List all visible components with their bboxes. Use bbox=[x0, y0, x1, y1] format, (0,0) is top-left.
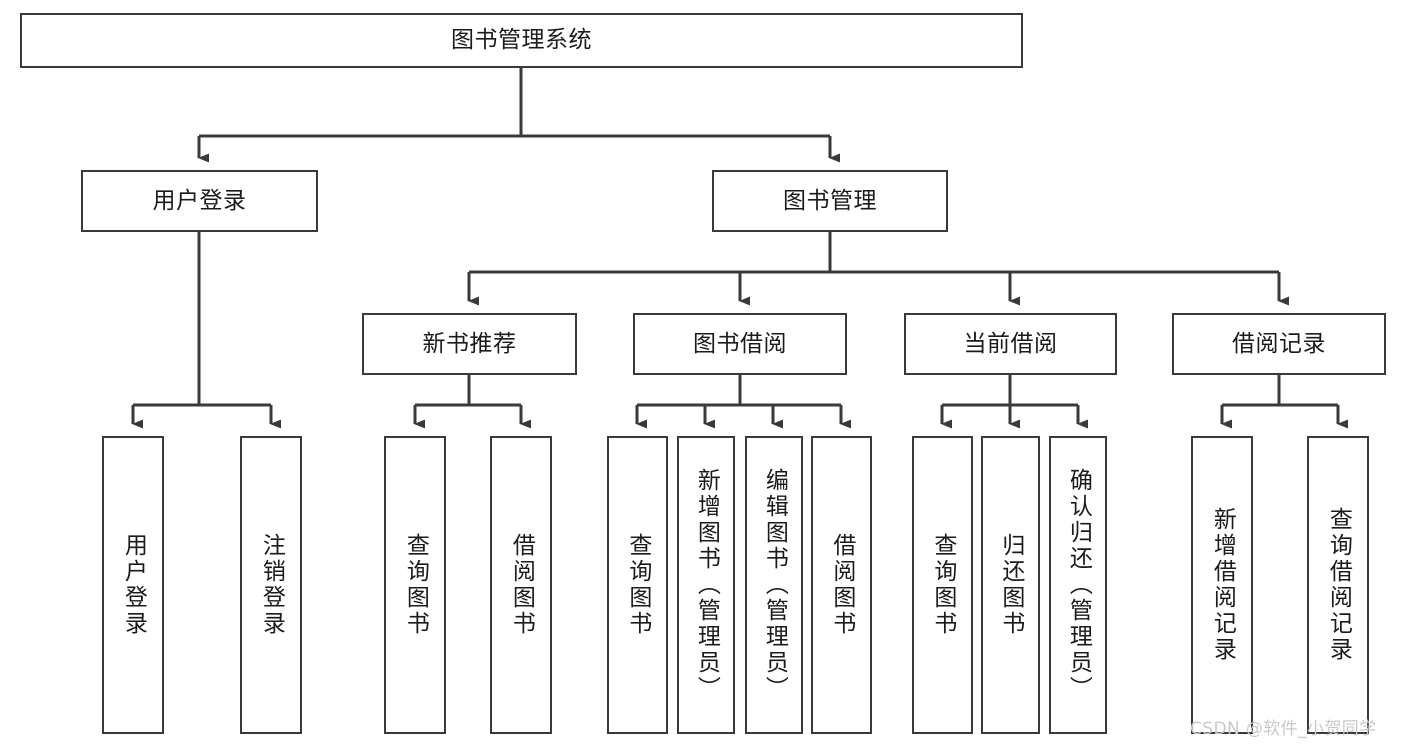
node-leaf-add-book-admin[interactable]: 新增图书（管理员） bbox=[677, 436, 735, 734]
node-user-login[interactable]: 用户登录 bbox=[81, 170, 318, 232]
node-label: 图书借阅 bbox=[693, 330, 787, 357]
node-leaf-confirm-return-admin[interactable]: 确认归还（管理员） bbox=[1049, 436, 1107, 734]
node-label: 注销登录 bbox=[258, 533, 285, 637]
node-leaf-borrow-book[interactable]: 借阅图书 bbox=[811, 436, 872, 734]
node-label: 新增图书（管理员） bbox=[693, 468, 720, 702]
node-label: 新增借阅记录 bbox=[1209, 507, 1236, 663]
node-current-borrow[interactable]: 当前借阅 bbox=[904, 313, 1117, 375]
node-label: 当前借阅 bbox=[963, 330, 1058, 357]
node-label: 新书推荐 bbox=[422, 330, 517, 357]
node-book-borrow[interactable]: 图书借阅 bbox=[633, 313, 847, 375]
node-borrow-record[interactable]: 借阅记录 bbox=[1172, 313, 1386, 375]
node-leaf-user-logout[interactable]: 注销登录 bbox=[240, 436, 302, 734]
node-leaf-return-book[interactable]: 归还图书 bbox=[981, 436, 1040, 734]
node-label: 借阅图书 bbox=[508, 533, 535, 637]
node-label: 借阅记录 bbox=[1232, 330, 1326, 357]
node-leaf-query-book-borrow[interactable]: 查询图书 bbox=[607, 436, 668, 734]
node-label: 归还图书 bbox=[997, 533, 1024, 637]
node-root-system[interactable]: 图书管理系统 bbox=[20, 13, 1023, 68]
node-label: 编辑图书（管理员） bbox=[761, 468, 788, 702]
node-label: 用户登录 bbox=[120, 533, 147, 637]
node-label: 图书管理 bbox=[783, 187, 877, 214]
node-leaf-edit-book-admin[interactable]: 编辑图书（管理员） bbox=[745, 436, 803, 734]
node-leaf-borrow-book-recommend[interactable]: 借阅图书 bbox=[490, 436, 552, 734]
node-label: 确认归还（管理员） bbox=[1065, 468, 1092, 702]
node-book-management[interactable]: 图书管理 bbox=[712, 170, 948, 232]
watermark-text: CSDN @软件_小贺同学 bbox=[1190, 719, 1377, 739]
node-leaf-query-book-current[interactable]: 查询图书 bbox=[912, 436, 973, 734]
node-leaf-query-book-recommend[interactable]: 查询图书 bbox=[384, 436, 446, 734]
node-leaf-query-borrow-record[interactable]: 查询借阅记录 bbox=[1307, 436, 1369, 734]
node-label: 查询图书 bbox=[402, 533, 429, 637]
node-label: 图书管理系统 bbox=[451, 27, 592, 54]
node-leaf-user-login[interactable]: 用户登录 bbox=[102, 436, 164, 734]
node-label: 查询借阅记录 bbox=[1325, 507, 1352, 663]
node-label: 用户登录 bbox=[152, 187, 247, 214]
node-leaf-add-borrow-record[interactable]: 新增借阅记录 bbox=[1191, 436, 1253, 734]
node-label: 借阅图书 bbox=[828, 533, 855, 637]
node-new-book-recommend[interactable]: 新书推荐 bbox=[362, 313, 577, 375]
node-label: 查询图书 bbox=[624, 533, 651, 637]
node-label: 查询图书 bbox=[929, 533, 956, 637]
